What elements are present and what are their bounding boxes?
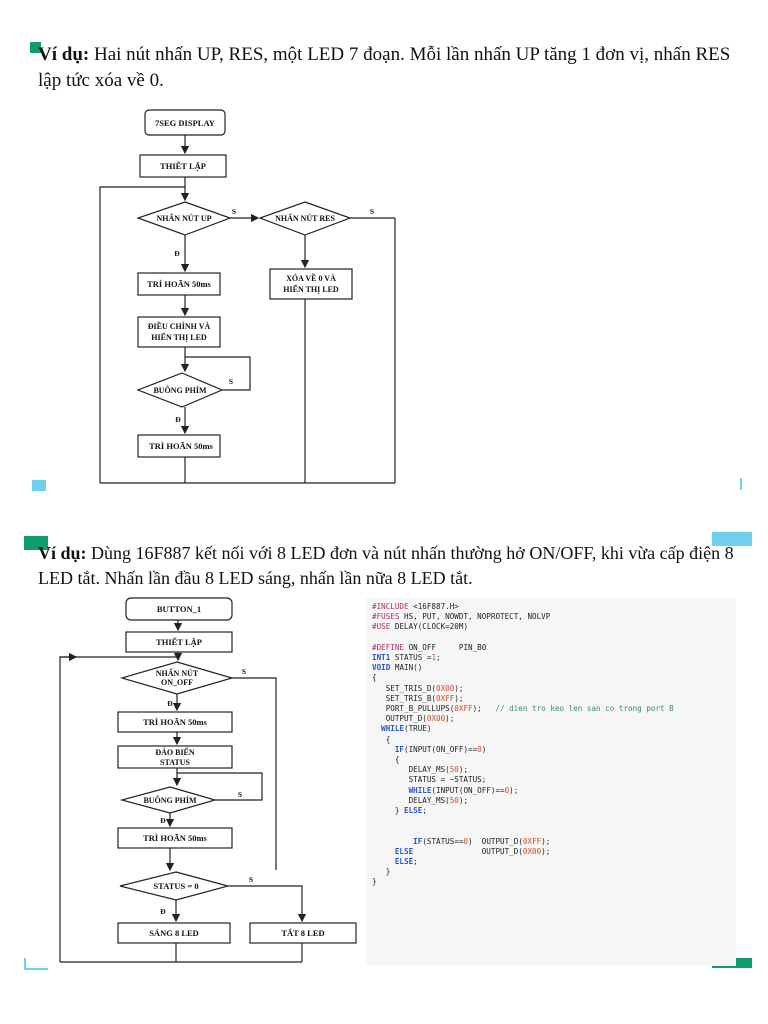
code-line: IF(INPUT(ON_OFF)==0): [394, 744, 487, 754]
accent-square-green: [30, 42, 41, 53]
code-listing: #INCLUDE <16F887.H> #FUSES HS, PUT, NOWD…: [366, 598, 736, 966]
code-line: PORT_B_PULLUPS(0XFF); // dien tro keo le…: [372, 704, 674, 714]
slide-2: Ví dụ: Dùng 16F887 kết nối với 8 LED đơn…: [0, 514, 768, 1024]
fc1-yes-2: Đ: [175, 415, 181, 424]
example-heading: Ví dụ: Hai nút nhấn UP, RES, một LED 7 đ…: [38, 42, 750, 94]
code-line: INT1 STATUS =1;: [372, 653, 441, 663]
fc2-delay-1: TRÌ HOÃN 50ms: [143, 717, 207, 727]
fc1-release: BUÔNG PHÍM: [153, 385, 207, 395]
accent-square-green: [24, 536, 48, 550]
code-line: ELSE OUTPUT_D(0X00);: [394, 846, 551, 856]
code-line: STATUS = ~STATUS;: [372, 775, 487, 785]
fc1-no-1: S: [232, 207, 236, 216]
code-line: SET_TRIS_B(0XFF);: [372, 693, 464, 703]
code-line: }: [372, 867, 391, 877]
fc2-leds-off: TẮT 8 LED: [281, 928, 324, 938]
code-line: } ELSE;: [372, 806, 427, 816]
fc2-invert-line2: STATUS: [160, 758, 190, 767]
code-line: DELAY_MS(50);: [372, 795, 469, 805]
fc2-delay-2: TRÌ HOÃN 50ms: [143, 833, 207, 843]
slide-1: Ví dụ: Hai nút nhấn UP, RES, một LED 7 đ…: [0, 0, 768, 500]
fc1-decision-up: NHẤN NÚT UP: [157, 213, 212, 223]
fc2-start: BUTTON_1: [157, 604, 201, 614]
accent-corner-cyan: [24, 958, 48, 970]
fc1-delay-2: TRÌ HOÃN 50ms: [149, 441, 213, 451]
code-line: {: [372, 755, 400, 765]
fc1-yes-1: Đ: [174, 249, 180, 258]
fc2-no-2: S: [238, 790, 242, 799]
fc2-release: BUÔNG PHÍM: [143, 795, 197, 805]
fc1-adjust-line1: ĐIỀU CHỈNH VÀ: [148, 321, 211, 331]
fc2-decision-line1: NHẤN NÚT: [156, 668, 199, 678]
code-line: DELAY_MS(50);: [372, 765, 469, 775]
code-line: OUTPUT_D(0X00);: [372, 714, 455, 724]
code-line: IF(STATUS==0) OUTPUT_D(0XFF);: [413, 836, 551, 846]
code-line: #USE DELAY(CLOCK=20M): [372, 622, 469, 632]
example-heading: Ví dụ: Dùng 16F887 kết nối với 8 LED đơn…: [38, 541, 750, 591]
code-line: #FUSES HS, PUT, NOWDT, NOPROTECT, NOLVP: [372, 612, 551, 622]
fc1-decision-res: NHẤN NÚT RES: [275, 213, 335, 223]
fc2-yes-2: Đ: [160, 816, 166, 825]
accent-square-cyan: [32, 480, 46, 491]
example-label: Ví dụ:: [38, 44, 90, 65]
code-line: VOID MAIN(): [372, 663, 423, 673]
fc2-invert-line1: ĐẢO BIẾN: [155, 747, 195, 757]
flowchart-7seg: 7SEG DISPLAY THIẾT LẬP NHẤN NÚT UP NHẤN …: [99, 109, 396, 484]
fc1-delay-1: TRÌ HOÃN 50ms: [147, 279, 211, 289]
fc2-no-3: S: [249, 875, 253, 884]
example-text: Dùng 16F887 kết nối với 8 LED đơn và nút…: [38, 543, 734, 588]
flowchart-button: BUTTON_1 THIẾT LẬP NHẤN NÚT ON_OFF TRÌ H…: [59, 597, 357, 963]
code-line: WHILE(INPUT(ON_OFF)==0);: [408, 785, 519, 795]
fc2-no-1: S: [242, 667, 246, 676]
code-line: {: [372, 734, 391, 744]
code-line: #DEFINE ON_OFF PIN_B0: [372, 642, 487, 652]
accent-bar-cyan: [712, 532, 752, 546]
fc2-yes-3: Đ: [160, 907, 166, 916]
fc1-no-2: S: [370, 207, 374, 216]
code-line: #INCLUDE <16F887.H>: [372, 602, 459, 611]
example-label: Ví dụ:: [38, 543, 87, 563]
fc2-status-check: STATUS = 0: [153, 881, 198, 891]
code-block: #INCLUDE <16F887.H> #FUSES HS, PUT, NOWD…: [366, 598, 736, 892]
code-line: ELSE;: [394, 857, 418, 867]
code-line: }: [372, 877, 377, 887]
fc1-clear-line2: HIỂN THỊ LED: [283, 284, 339, 294]
fc2-decision-line2: ON_OFF: [161, 678, 193, 687]
fc2-leds-on: SÁNG 8 LED: [149, 928, 199, 938]
accent-bar-cyan: [740, 478, 742, 490]
fc2-yes-1: Đ: [167, 699, 173, 708]
fc1-adjust-line2: HIỂN THỊ LED: [151, 332, 207, 342]
code-line: {: [372, 673, 377, 683]
fc1-clear-line1: XÓA VỀ 0 VÀ: [286, 273, 336, 283]
fc1-setup: THIẾT LẬP: [160, 161, 206, 171]
code-line: WHILE(TRUE): [381, 724, 432, 734]
fc1-no-3: S: [229, 377, 233, 386]
code-line: SET_TRIS_D(0X00);: [372, 683, 464, 693]
fc1-start: 7SEG DISPLAY: [155, 118, 215, 128]
example-text: Hai nút nhấn UP, RES, một LED 7 đoạn. Mỗ…: [38, 44, 731, 91]
fc2-setup: THIẾT LẬP: [156, 637, 202, 647]
